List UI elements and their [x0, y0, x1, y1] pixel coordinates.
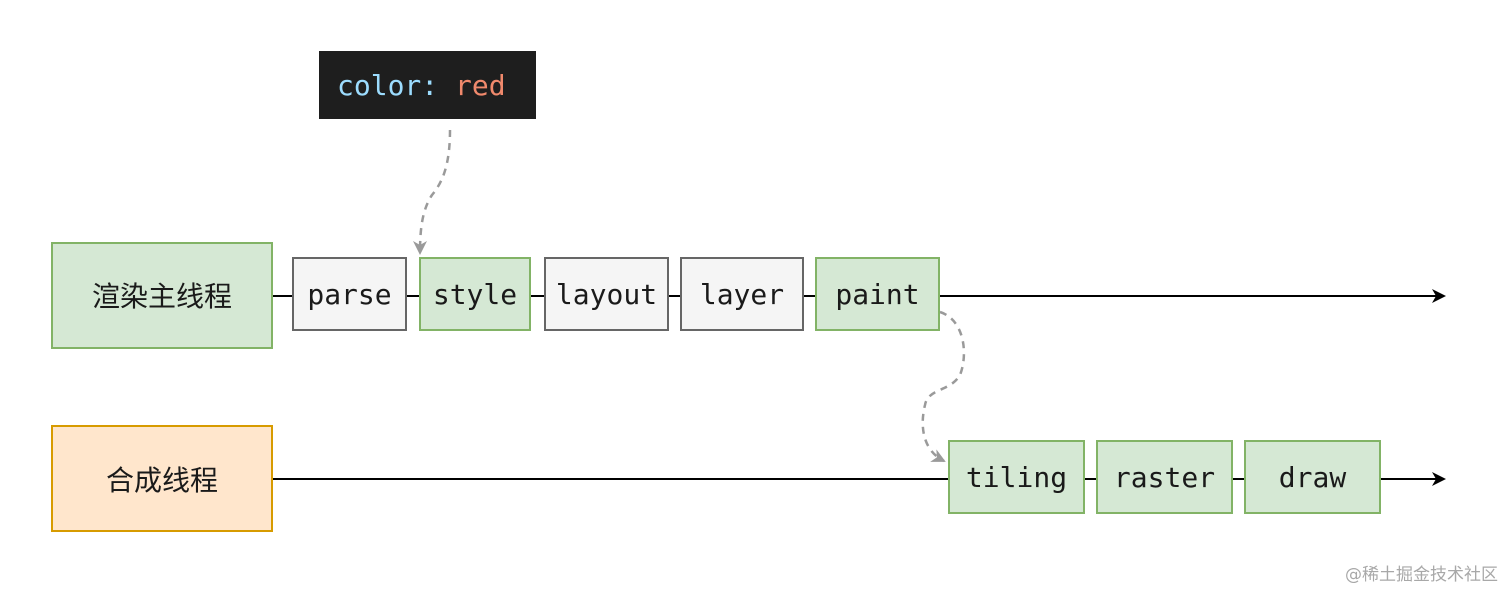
code-separator: : — [421, 69, 455, 102]
compositor-stage-draw: draw — [1244, 440, 1381, 514]
main-stage-label: style — [433, 278, 517, 311]
main-stage-layout: layout — [544, 257, 669, 331]
main-stage-label: parse — [307, 278, 391, 311]
compositor-stage-raster: raster — [1096, 440, 1233, 514]
main-stage-box — [680, 257, 804, 331]
paint-to-tiling-dashed-arrow — [921, 310, 966, 463]
compositor-stage-box — [948, 440, 1085, 514]
compositor-thread-stages: tiling raster draw — [948, 440, 1381, 514]
main-stage-parse: parse — [292, 257, 407, 331]
main-stage-label: paint — [835, 278, 919, 311]
main-stage-box — [815, 257, 940, 331]
watermark: @稀土掘金技术社区 — [1345, 565, 1498, 585]
main-stage-box — [544, 257, 669, 331]
compositor-stage-box — [1244, 440, 1381, 514]
main-thread-label: 渲染主线程 — [92, 280, 232, 313]
code-snippet: color: red — [319, 51, 536, 119]
main-stage-label: layer — [700, 278, 784, 311]
compositor-stage-box — [1096, 440, 1233, 514]
main-stage-style: style — [419, 257, 531, 331]
main-stage-label: layout — [556, 278, 657, 311]
compositor-stage-label: raster — [1114, 461, 1215, 494]
compositor-stage-label: draw — [1279, 461, 1347, 494]
svg-text:color: red: color: red — [337, 69, 506, 102]
main-thread-box: 渲染主线程 — [51, 242, 273, 349]
compositor-stage-tiling: tiling — [948, 440, 1085, 514]
main-stage-box — [292, 257, 407, 331]
main-thread-stages: parse style layout layer paint — [292, 257, 940, 331]
code-property: color — [337, 69, 421, 102]
code-value: red — [455, 69, 506, 102]
main-stage-paint: paint — [815, 257, 940, 331]
compositor-stage-label: tiling — [966, 461, 1067, 494]
main-stage-layer: layer — [680, 257, 804, 331]
main-stage-box — [419, 257, 531, 331]
compositor-thread-box: 合成线程 — [51, 425, 273, 532]
code-to-style-dashed-arrow — [413, 129, 452, 255]
compositor-thread-label: 合成线程 — [106, 464, 218, 497]
